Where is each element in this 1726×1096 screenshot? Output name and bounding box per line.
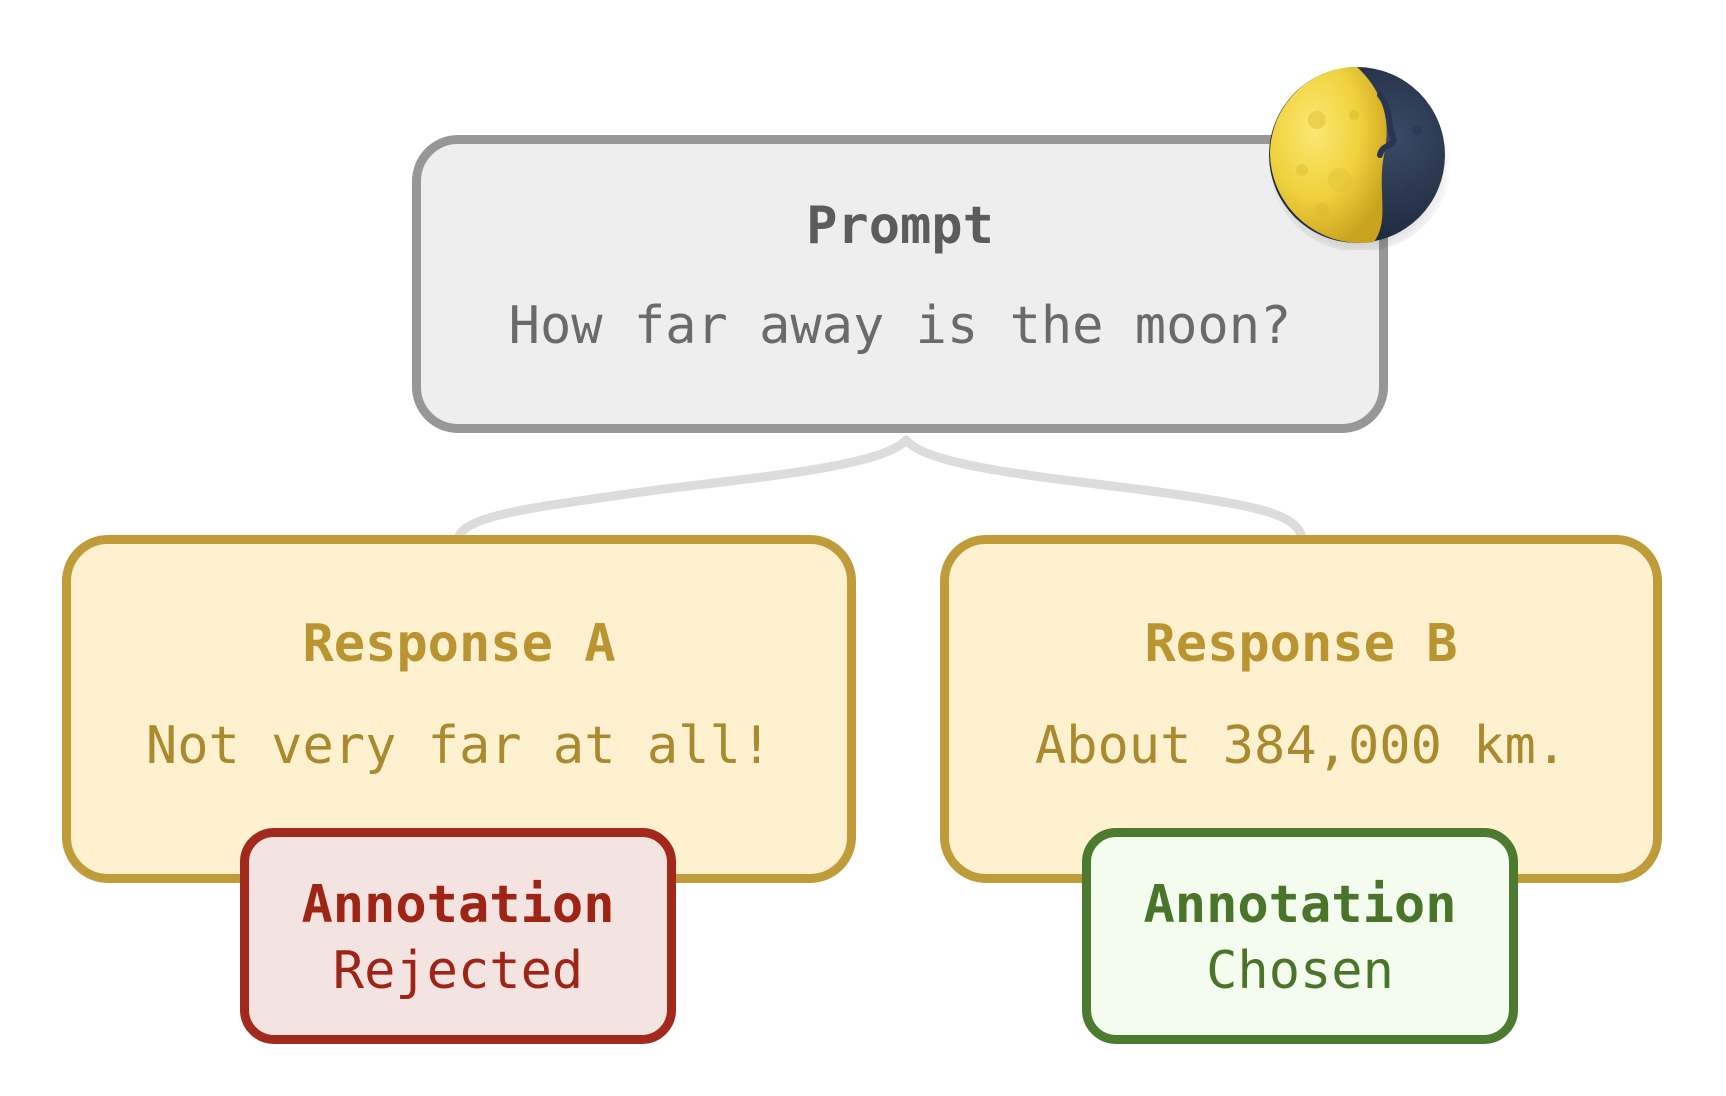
annotation-chosen-label: Chosen (1206, 941, 1394, 1001)
prompt-title: Prompt (806, 196, 994, 256)
annotation-chosen-badge: Annotation Chosen (1082, 828, 1518, 1044)
annotation-rejected-badge: Annotation Rejected (240, 828, 676, 1044)
annotation-rejected-label: Rejected (332, 941, 584, 1001)
waxing-gibbous-moon-icon (1268, 67, 1452, 250)
annotation-rejected-title: Annotation (301, 875, 615, 935)
response-a-text: Not very far at all! (145, 716, 773, 776)
prompt-text: How far away is the moon? (508, 296, 1292, 356)
response-b-box: Response B About 384,000 km. (940, 535, 1662, 883)
prompt-box: Prompt How far away is the moon? (412, 135, 1388, 433)
response-b-title: Response B (1144, 614, 1458, 674)
response-a-box: Response A Not very far at all! (62, 535, 856, 883)
response-b-text: About 384,000 km. (1034, 716, 1568, 776)
response-a-title: Response A (302, 614, 616, 674)
annotation-chosen-title: Annotation (1143, 875, 1457, 935)
